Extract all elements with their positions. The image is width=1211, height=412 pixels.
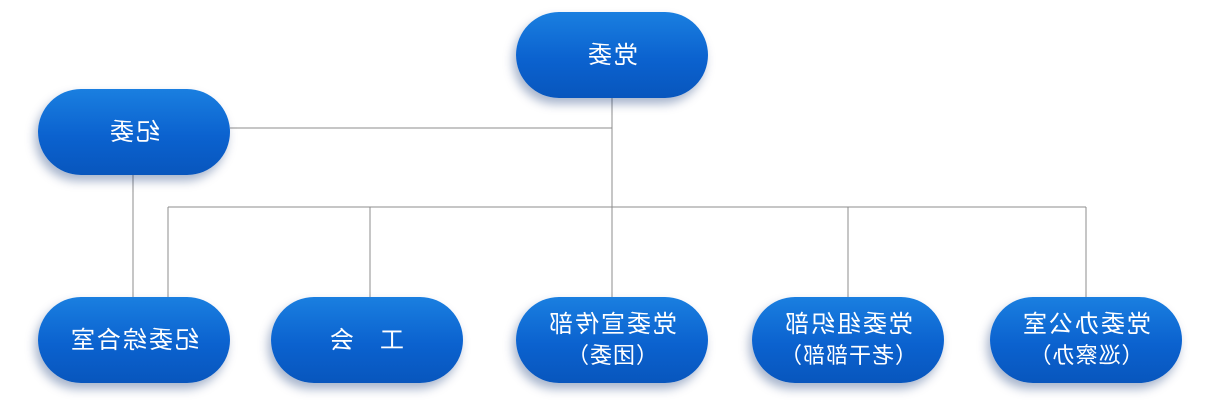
node-party-committee: 党委 xyxy=(516,12,708,98)
node-organization-dept-line1: 党委组织部 xyxy=(783,310,913,338)
node-discipline-committee-label: 纪委 xyxy=(108,118,160,146)
node-organization-dept: 党委组织部 （老干部部） xyxy=(752,297,944,383)
node-publicity-dept-line1: 党委宣传部 xyxy=(547,310,677,338)
node-union: 工会 xyxy=(271,297,463,383)
node-publicity-dept: 党委宣传部 （团委） xyxy=(516,297,708,383)
node-organization-dept-line2: （老干部部） xyxy=(779,344,918,369)
node-discipline-office: 纪委综合室 xyxy=(38,297,230,383)
node-publicity-dept-line2: （团委） xyxy=(566,344,659,369)
node-party-office: 党委办公室 （巡察办） xyxy=(990,297,1182,383)
node-party-office-line2: （巡察办） xyxy=(1028,344,1144,369)
node-discipline-committee: 纪委 xyxy=(38,89,230,175)
node-party-office-line1: 党委办公室 xyxy=(1021,310,1151,338)
node-union-label: 工会 xyxy=(304,326,404,354)
node-discipline-office-label: 纪委综合室 xyxy=(69,326,199,354)
node-party-committee-label: 党委 xyxy=(586,41,638,69)
